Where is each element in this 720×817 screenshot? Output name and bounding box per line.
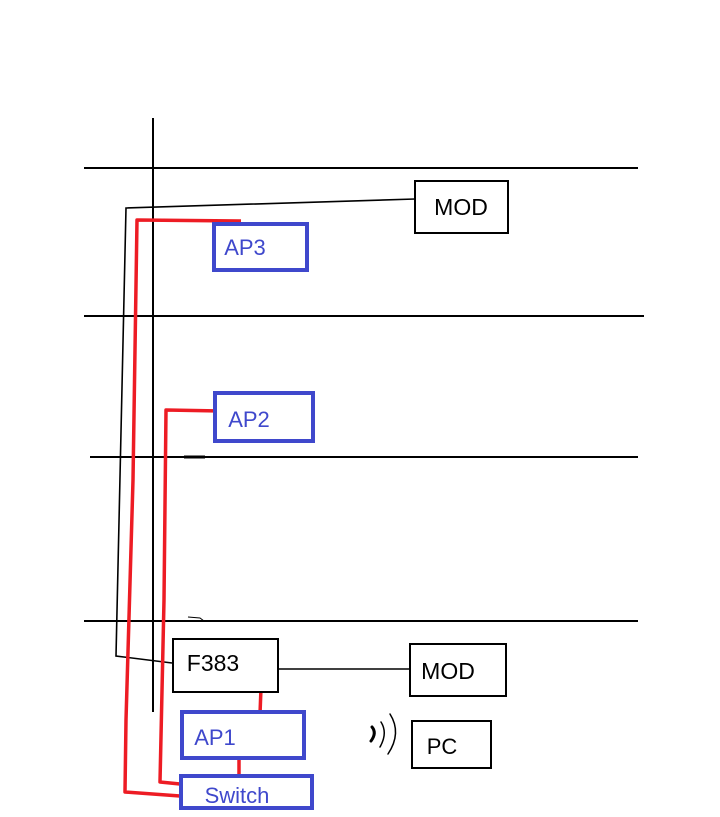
node-switch[interactable]: Switch [179, 774, 314, 810]
black-cables [115, 198, 416, 670]
stray-marks [184, 455, 205, 622]
node-ap2-box [213, 391, 315, 443]
node-ap3[interactable]: AP3 [212, 222, 309, 272]
node-mod-bottom[interactable]: MOD [409, 643, 507, 697]
wifi-wave-middle [379, 721, 385, 748]
node-ap2[interactable]: AP2 [213, 391, 315, 443]
node-pc-box [411, 720, 492, 769]
node-router-label: F383 [187, 650, 239, 676]
node-router[interactable]: F383 [172, 638, 279, 693]
node-router-box [172, 638, 279, 693]
wifi-wave-outer [387, 713, 397, 755]
node-ap3-label: AP3 [224, 235, 266, 260]
node-mod-top-label: MOD [434, 194, 488, 220]
node-ap1-label: AP1 [194, 725, 236, 750]
node-switch-box [179, 774, 314, 810]
stray-mark-2 [187, 616, 205, 622]
red-cables [123, 218, 263, 798]
node-ap3-box [212, 222, 309, 272]
node-mod-bottom-label: MOD [421, 658, 475, 684]
node-mod-top[interactable]: MOD [414, 180, 509, 234]
node-ap1-box [180, 710, 306, 760]
node-pc[interactable]: PC [411, 720, 492, 769]
node-ap2-label: AP2 [228, 407, 270, 432]
node-mod-bottom-box [409, 643, 507, 697]
floor-lines [84, 118, 644, 712]
wifi-wave-inner [369, 725, 376, 743]
node-pc-label: PC [427, 734, 458, 759]
node-mod-top-box [414, 180, 509, 234]
link-mod-top-router [115, 198, 416, 664]
link-switch-ap3 [123, 218, 242, 798]
link-switch-ap2 [158, 408, 222, 786]
wifi-waves-icon [369, 713, 397, 755]
node-switch-label: Switch [205, 783, 270, 808]
node-ap1[interactable]: AP1 [180, 710, 306, 760]
